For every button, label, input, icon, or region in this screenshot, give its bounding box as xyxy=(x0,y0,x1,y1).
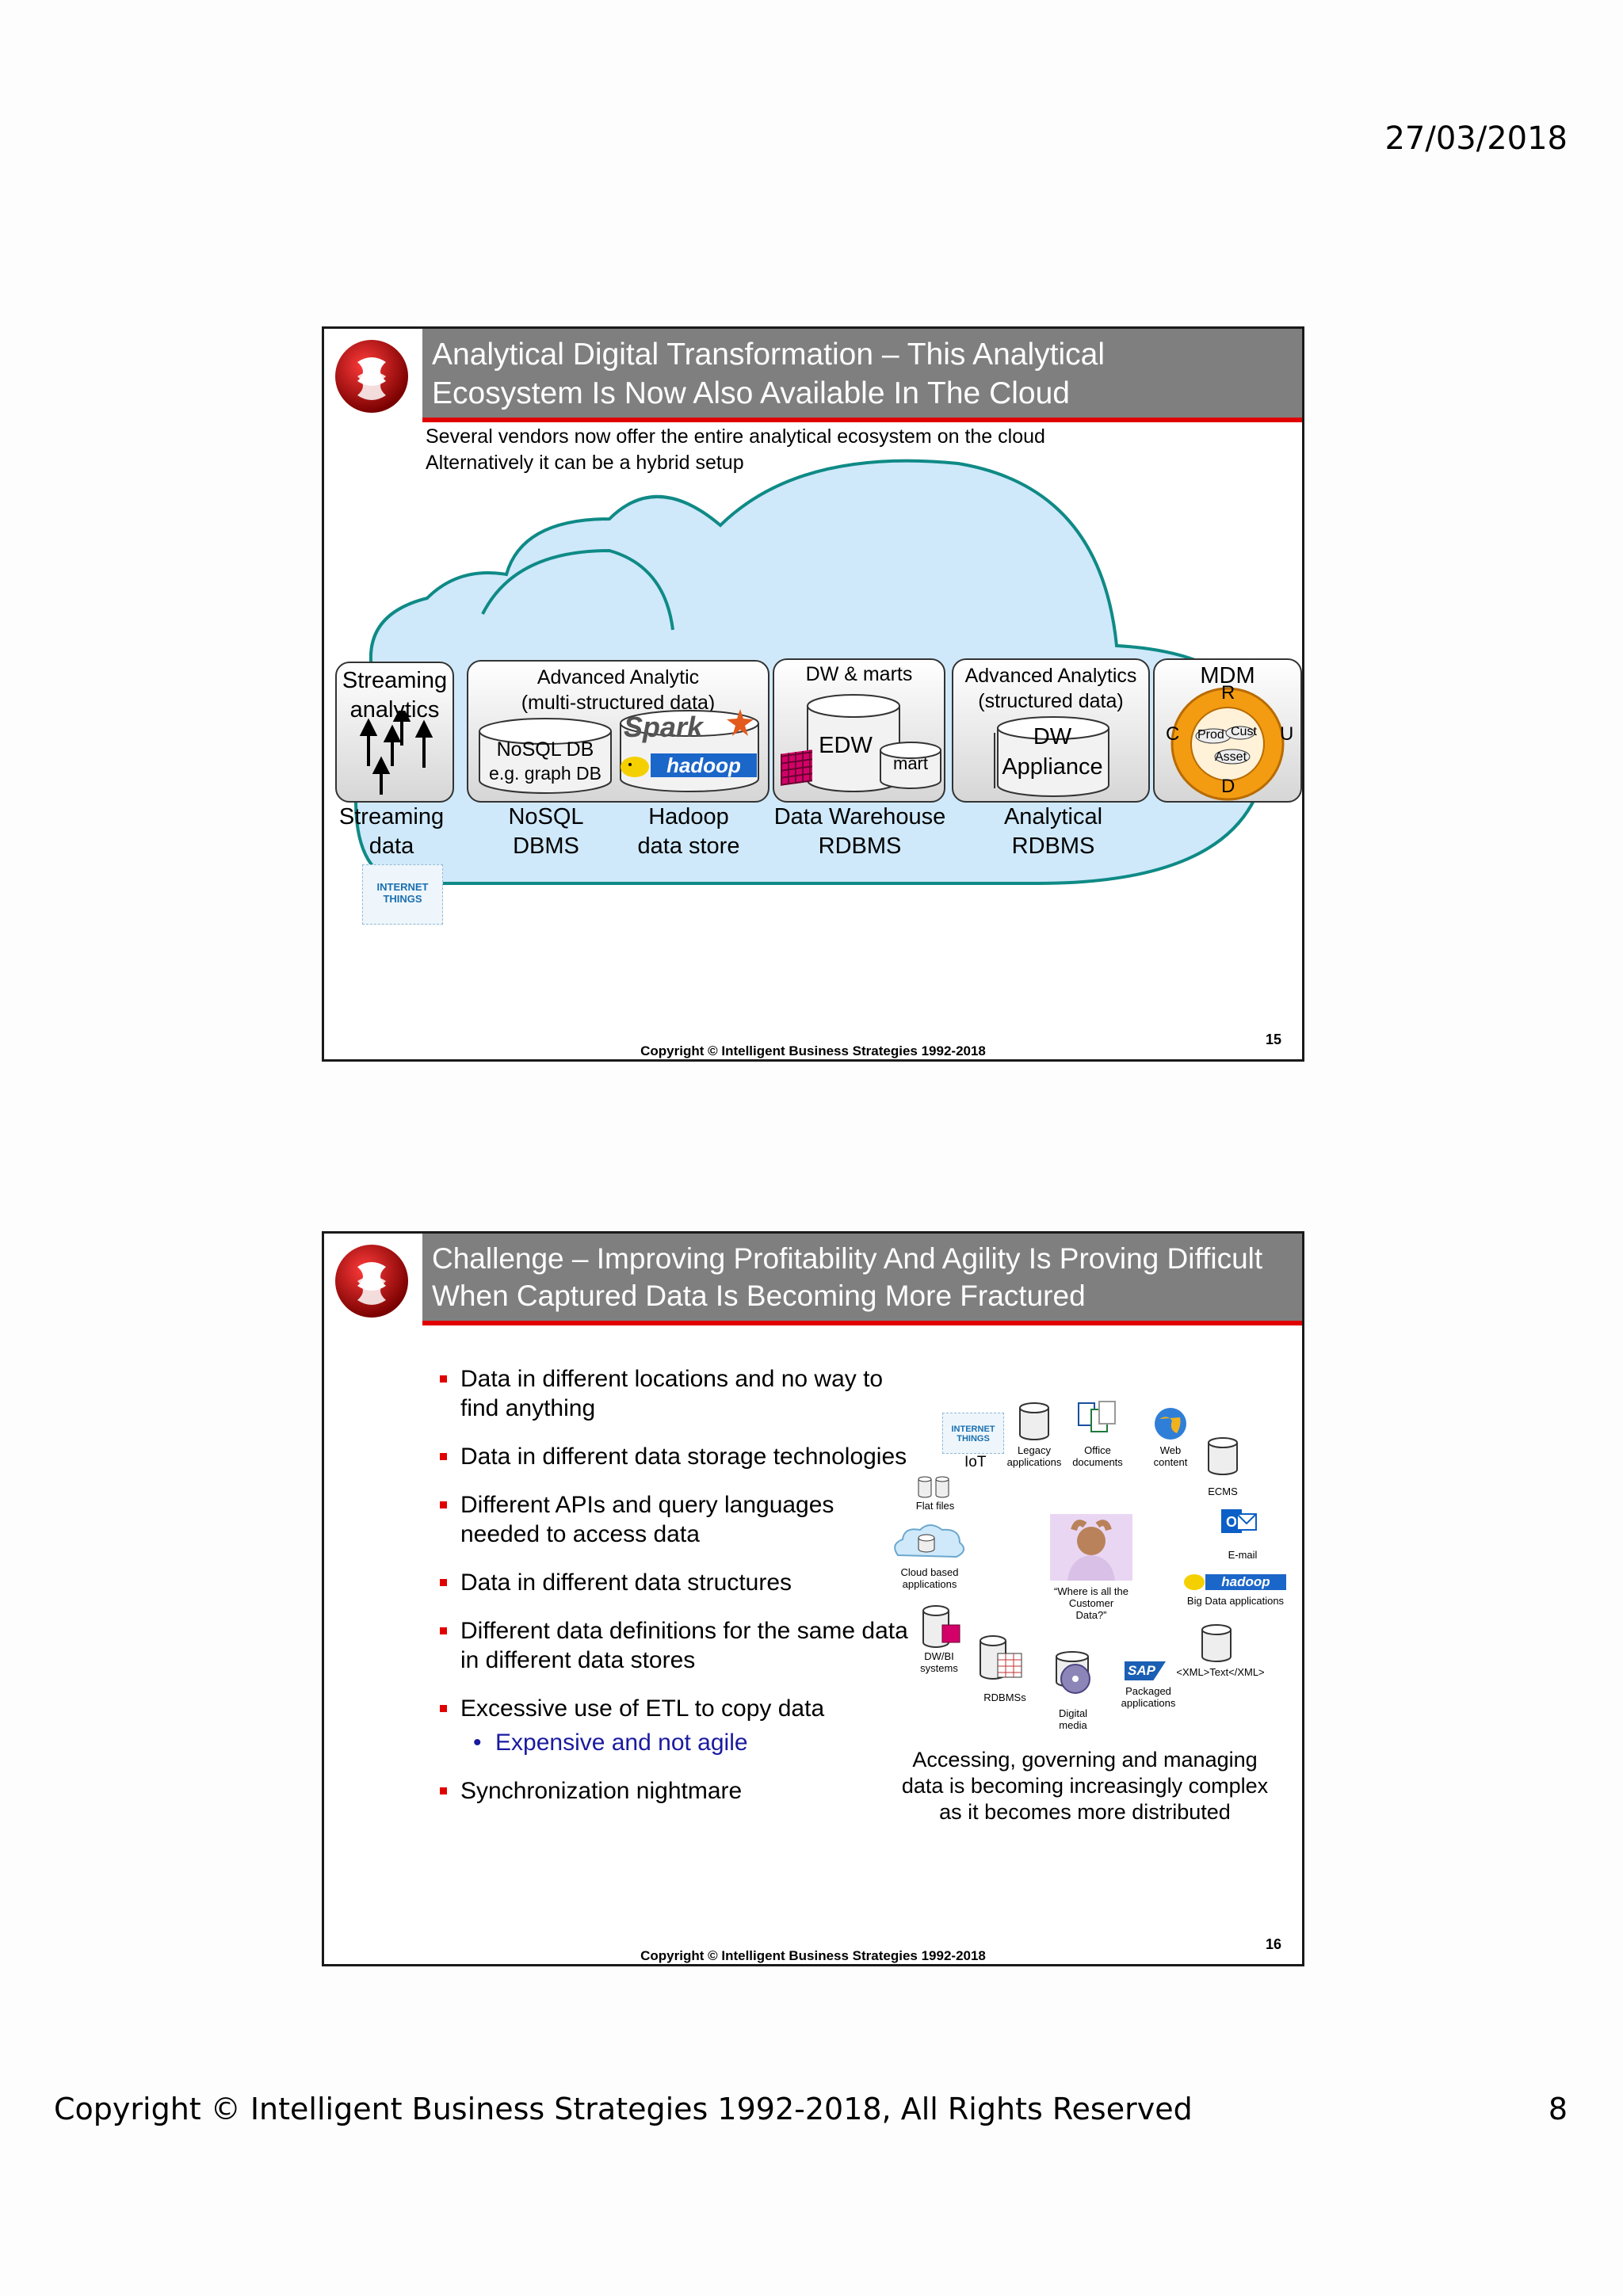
svg-text:O: O xyxy=(1226,1514,1237,1530)
hadoop-logo: hadoop xyxy=(619,753,760,779)
mdm-box: MDM R C U D Prod Cust Asset xyxy=(1153,658,1302,803)
bullet-item: Data in different data structures xyxy=(435,1568,911,1597)
label-data-warehouse-rdbms: Data Warehouse RDBMS xyxy=(765,803,955,861)
company-logo-icon xyxy=(334,1243,410,1319)
slide-number: 15 xyxy=(1266,1032,1281,1048)
internet-of-things-icon: INTERNET THINGS xyxy=(942,1413,1004,1454)
slide-copyright: Copyright © Intelligent Business Strateg… xyxy=(324,1043,1302,1059)
bullet-item: Data in different data storage technolog… xyxy=(435,1442,911,1471)
label-streaming-data: Streaming data xyxy=(324,803,459,861)
globe-icon xyxy=(1153,1406,1188,1441)
hadoop-logo: hadoop xyxy=(1183,1573,1288,1592)
spark-logo: Spark xyxy=(624,711,703,744)
bullet-item: Excessive use of ETL to copy data xyxy=(435,1694,911,1723)
diagram-caption: Accessing, governing and managing data i… xyxy=(879,1747,1291,1825)
bullet-item: Synchronization nightmare xyxy=(435,1776,911,1806)
outlook-email-icon: O xyxy=(1221,1506,1258,1538)
dwbi-systems-icon xyxy=(920,1604,963,1652)
xml-db-icon xyxy=(1201,1623,1232,1663)
hadoop-elephant-icon xyxy=(619,755,651,779)
page-footer: Copyright © Intelligent Business Strateg… xyxy=(54,2092,1193,2126)
internet-of-things-icon: INTERNET THINGS xyxy=(362,864,443,925)
slide-copyright: Copyright © Intelligent Business Strateg… xyxy=(324,1948,1302,1964)
flat-files-icon xyxy=(915,1476,955,1500)
dw-marts-box: DW & marts EDW mart xyxy=(773,658,945,803)
page-date: 27/03/2018 xyxy=(1384,120,1568,157)
bullet-item: Data in different locations and no way t… xyxy=(435,1364,911,1423)
slide-number: 16 xyxy=(1266,1936,1281,1953)
confused-person-icon xyxy=(1050,1514,1132,1581)
ecms-db-icon xyxy=(1207,1436,1239,1476)
streaming-analytics-box: Streaming analytics xyxy=(335,662,454,803)
legacy-db-icon xyxy=(1018,1402,1050,1441)
cloud-apps-icon xyxy=(890,1520,969,1562)
label-nosql-dbms: NoSQL DBMS xyxy=(483,803,609,861)
slide-16: Challenge – Improving Profitability And … xyxy=(322,1231,1304,1966)
label-hadoop-data-store: Hadoop data store xyxy=(617,803,760,861)
olap-cube-icon xyxy=(781,749,812,786)
slide-15: Analytical Digital Transformation – This… xyxy=(322,326,1304,1062)
office-documents-icon xyxy=(1075,1398,1120,1438)
page-number: 8 xyxy=(1549,2092,1568,2126)
label-analytical-rdbms: Analytical RDBMS xyxy=(974,803,1132,861)
digital-media-icon xyxy=(1053,1650,1093,1698)
hadoop-elephant-icon xyxy=(1183,1573,1205,1592)
arrows-up-icon xyxy=(353,711,440,798)
bullet-list: Data in different locations and no way t… xyxy=(435,1364,911,1825)
rdbms-icon xyxy=(977,1634,1025,1684)
slide-title-bar: Challenge – Improving Profitability And … xyxy=(422,1234,1302,1325)
advanced-analytics-structured-box: Advanced Analytics (structured data) DW … xyxy=(952,658,1150,803)
bullet-item: Different data definitions for the same … xyxy=(435,1616,911,1675)
advanced-analytic-multistructured-box: Advanced Analytic (multi-structured data… xyxy=(467,660,769,803)
sub-bullet-item: Expensive and not agile xyxy=(435,1728,911,1757)
spark-star-icon xyxy=(727,709,754,736)
sap-logo: SAP xyxy=(1125,1661,1166,1680)
slide-title: Challenge – Improving Profitability And … xyxy=(432,1240,1294,1314)
bullet-item: Different APIs and query languages neede… xyxy=(435,1490,911,1549)
